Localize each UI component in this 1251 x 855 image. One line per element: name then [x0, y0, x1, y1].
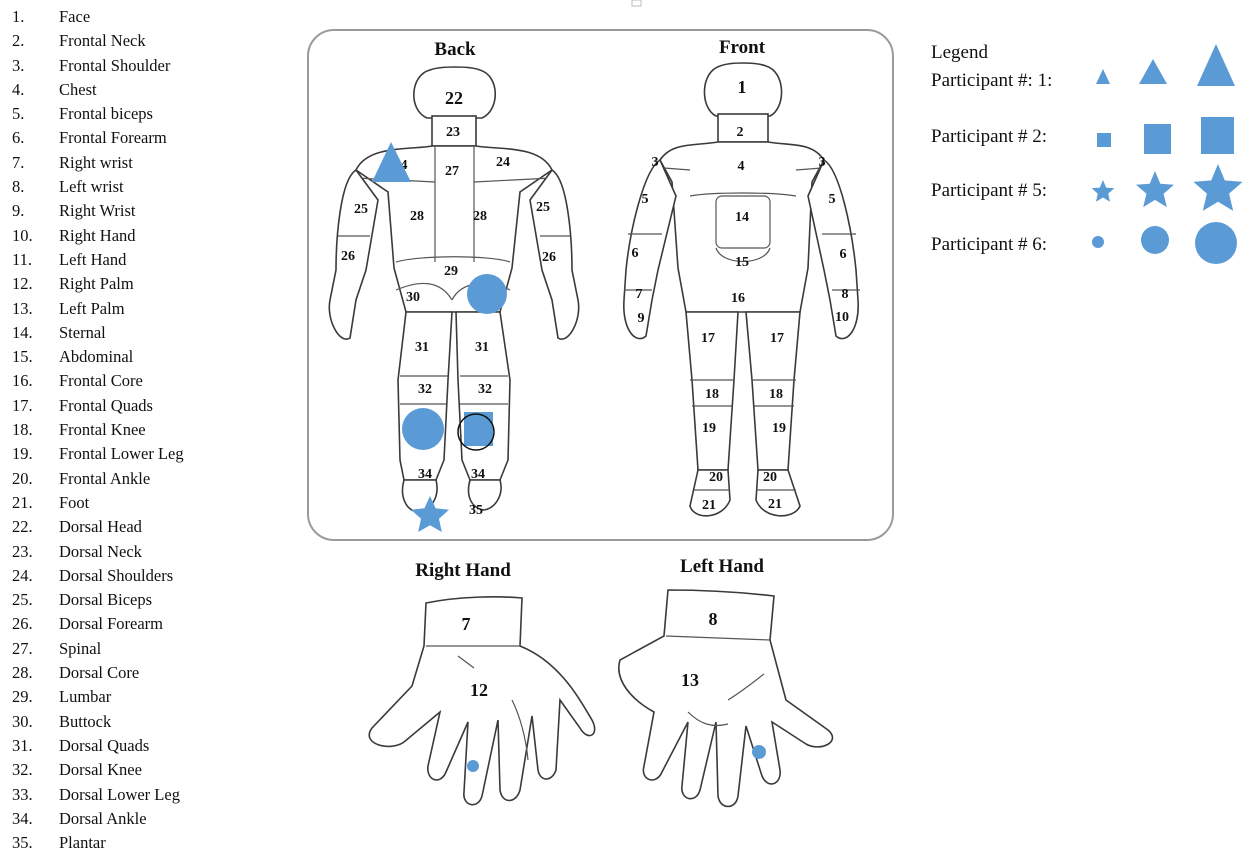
svg-text:20: 20 [763, 470, 777, 485]
svg-text:31: 31 [475, 340, 489, 355]
legend-row-participant-2: Participant # 2: [931, 126, 1047, 148]
svg-text:26: 26 [542, 250, 556, 265]
svg-text:20: 20 [709, 470, 723, 485]
legend-star-medium [1136, 171, 1174, 207]
svg-text:12: 12 [470, 680, 488, 700]
right-hand-title: Right Hand [415, 560, 511, 581]
legend-star-small [1092, 180, 1115, 202]
legend-star-large [1193, 164, 1242, 211]
svg-text:17: 17 [701, 331, 715, 346]
svg-text:30: 30 [406, 290, 420, 305]
legend-circle-large [1195, 222, 1237, 264]
marker-participant6-circle-lumbar [467, 274, 507, 314]
svg-text:5: 5 [829, 192, 836, 207]
svg-text:34: 34 [418, 467, 432, 482]
svg-text:18: 18 [705, 387, 719, 402]
left-hand-figure [619, 590, 833, 807]
legend-title: Legend [931, 40, 988, 66]
svg-text:6: 6 [840, 247, 847, 262]
left-hand-title: Left Hand [680, 556, 764, 577]
right-hand-figure [369, 597, 594, 805]
svg-text:19: 19 [702, 421, 716, 436]
svg-text:19: 19 [772, 421, 786, 436]
legend-square-large [1201, 117, 1234, 154]
svg-text:32: 32 [478, 382, 492, 397]
svg-text:35: 35 [469, 503, 483, 518]
marker-participant6-circle-right-palm [467, 760, 479, 772]
legend-triangle-small [1096, 69, 1110, 84]
svg-text:7: 7 [636, 287, 643, 302]
front-title: Front [719, 37, 766, 58]
marker-participant6-circle-knee [402, 408, 444, 450]
svg-text:26: 26 [341, 249, 355, 264]
svg-text:8: 8 [709, 609, 718, 629]
svg-text:3: 3 [652, 155, 659, 170]
svg-text:31: 31 [415, 340, 429, 355]
svg-text:8: 8 [842, 287, 849, 302]
svg-text:25: 25 [536, 200, 550, 215]
legend-triangle-medium [1139, 59, 1167, 84]
svg-text:28: 28 [410, 209, 424, 224]
svg-text:32: 32 [418, 382, 432, 397]
svg-text:7: 7 [462, 614, 471, 634]
svg-text:29: 29 [444, 264, 458, 279]
svg-text:1: 1 [738, 77, 747, 97]
svg-text:21: 21 [768, 497, 782, 512]
svg-text:6: 6 [632, 246, 639, 261]
legend-row-participant-5: Participant # 5: [931, 180, 1047, 202]
svg-text:22: 22 [445, 88, 463, 108]
svg-text:4: 4 [738, 159, 745, 174]
svg-text:5: 5 [642, 192, 649, 207]
svg-text:18: 18 [769, 387, 783, 402]
legend: Legend [931, 40, 988, 66]
legend-triangle-large [1197, 44, 1235, 86]
marker-participant6-circle-left-palm [752, 745, 766, 759]
svg-text:23: 23 [446, 125, 460, 140]
legend-circle-small [1092, 236, 1104, 248]
svg-text:25: 25 [354, 202, 368, 217]
legend-symbols [1092, 44, 1243, 264]
svg-text:9: 9 [638, 311, 645, 326]
svg-text:3: 3 [819, 155, 826, 170]
legend-row-participant-1: Participant #: 1: [931, 70, 1052, 92]
svg-text:16: 16 [731, 291, 745, 306]
legend-row-participant-6: Participant # 6: [931, 234, 1047, 256]
legend-square-small [1097, 133, 1111, 147]
legend-square-medium [1144, 124, 1171, 154]
svg-text:14: 14 [735, 210, 749, 225]
svg-text:13: 13 [681, 670, 699, 690]
svg-text:28: 28 [473, 209, 487, 224]
small-mark [632, 0, 641, 6]
svg-text:15: 15 [735, 255, 749, 270]
svg-text:21: 21 [702, 498, 716, 513]
svg-text:2: 2 [737, 125, 744, 140]
svg-text:24: 24 [496, 155, 510, 170]
legend-circle-medium [1141, 226, 1169, 254]
svg-text:34: 34 [471, 467, 485, 482]
svg-text:27: 27 [445, 164, 459, 179]
svg-text:10: 10 [835, 310, 849, 325]
svg-text:17: 17 [770, 331, 784, 346]
back-title: Back [434, 39, 476, 60]
marker-participant2-square [464, 412, 493, 446]
